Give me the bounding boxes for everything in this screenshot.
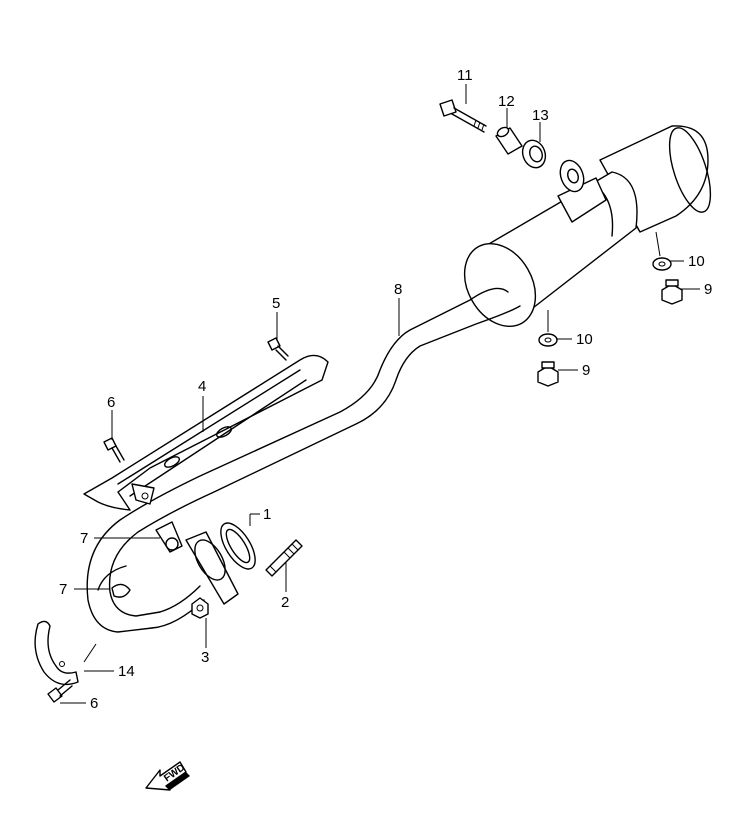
heat-shield xyxy=(83,354,329,511)
stud-bolt xyxy=(265,539,303,577)
exhaust-flange xyxy=(185,531,239,605)
callout-labels: 11 12 13 8 5 4 6 1 7 7 2 3 14 6 10 9 10 … xyxy=(59,67,712,712)
callout-10-right: 10 xyxy=(688,253,705,270)
callout-7-upper: 7 xyxy=(80,530,88,547)
callout-2: 2 xyxy=(281,594,289,611)
bolt-11 xyxy=(439,99,487,133)
bolt-6-upper xyxy=(103,437,125,463)
drain-plug-right xyxy=(661,279,683,305)
callout-9-right: 9 xyxy=(704,281,712,298)
clamp-upper xyxy=(155,521,183,553)
callout-14: 14 xyxy=(118,663,135,680)
gasket xyxy=(220,522,256,570)
clamp-lower xyxy=(111,583,131,598)
callout-5: 5 xyxy=(272,295,280,312)
bolt-6-lower xyxy=(47,679,73,703)
fwd-direction-arrow: FWD xyxy=(145,761,190,791)
callout-7-lower: 7 xyxy=(59,581,67,598)
callout-9-left: 9 xyxy=(582,362,590,379)
callout-8: 8 xyxy=(394,281,402,298)
callout-12: 12 xyxy=(498,93,515,110)
muffler xyxy=(463,125,712,328)
callout-3: 3 xyxy=(201,649,209,666)
callout-10-left: 10 xyxy=(576,331,593,348)
drain-plug-left xyxy=(537,361,559,387)
callout-6-upper: 6 xyxy=(107,394,115,411)
bolt-5 xyxy=(267,337,289,361)
washer-10-right xyxy=(652,257,672,271)
callout-1: 1 xyxy=(263,506,271,523)
callout-6-lower: 6 xyxy=(90,695,98,712)
callout-11: 11 xyxy=(457,67,473,84)
grommet xyxy=(521,139,547,169)
callout-4: 4 xyxy=(198,378,206,395)
washer-10-left xyxy=(538,333,558,347)
collar xyxy=(495,126,523,155)
leader-lines xyxy=(60,84,700,704)
pipe-protector xyxy=(34,620,79,686)
callout-13: 13 xyxy=(532,107,549,124)
flange-nut xyxy=(191,597,209,619)
